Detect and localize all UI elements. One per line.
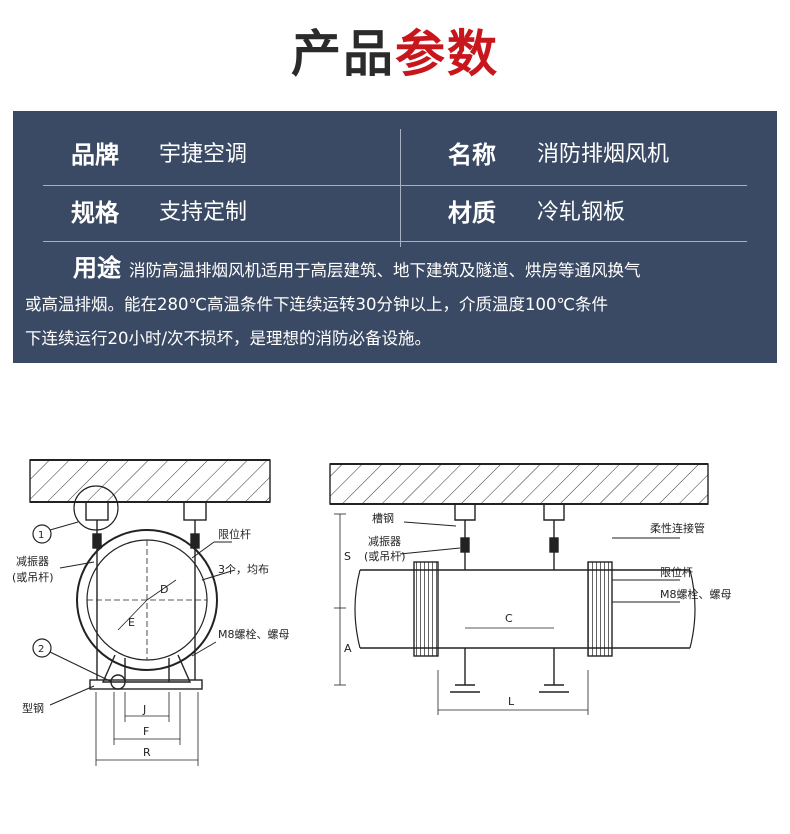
right-limit-rod: 限位杆 bbox=[660, 565, 693, 579]
column-divider bbox=[400, 129, 401, 247]
dim-E: E bbox=[128, 616, 135, 629]
channel-steel-right bbox=[543, 504, 565, 521]
right-bolt: M8螺栓、螺母 bbox=[660, 587, 732, 601]
dim-S: S bbox=[344, 550, 351, 563]
usage-line-2: 或高温排烟。能在280℃高温条件下连续运转30分钟以上，介质温度100℃条件 bbox=[25, 295, 609, 314]
flex-connector-left bbox=[413, 561, 439, 657]
ceiling-slab bbox=[29, 459, 271, 503]
right-drawing bbox=[329, 463, 709, 715]
right-damper: 减振器 bbox=[368, 534, 401, 548]
spec-value: 支持定制 bbox=[159, 200, 248, 225]
dim-L: L bbox=[508, 695, 515, 708]
page-title: 产品参数 bbox=[0, 18, 790, 90]
left-damper-sub: (或吊杆) bbox=[12, 570, 54, 584]
usage-block: 用途消防高温排烟风机适用于高层建筑、地下建筑及隧道、烘房等通风换气 或高温排烟。… bbox=[25, 251, 763, 356]
left-drawing bbox=[29, 459, 271, 766]
hanger-bracket-right bbox=[183, 501, 207, 521]
usage-text-1: 消防高温排烟风机适用于高层建筑、地下建筑及隧道、烘房等通风换气 bbox=[129, 261, 641, 280]
spec-panel: 品牌 宇捷空调 名称 消防排烟风机 规格 支持定制 材质 冷轧钢板 用途消防高温… bbox=[13, 111, 777, 363]
right-damper-sub: (或吊杆) bbox=[364, 549, 406, 563]
left-damper-label: 减振器 bbox=[16, 554, 49, 568]
spec-label: 规格 bbox=[71, 199, 119, 227]
title-part-2: 参数 bbox=[395, 25, 499, 83]
spec-row-1: 品牌 宇捷空调 名称 消防排烟风机 bbox=[13, 129, 777, 181]
left-bolt: M8螺栓、螺母 bbox=[218, 627, 290, 641]
dim-R: R bbox=[143, 746, 151, 759]
divider-2 bbox=[43, 241, 747, 242]
right-channel: 槽钢 bbox=[372, 512, 394, 525]
right-flex-pipe: 柔性连接管 bbox=[650, 521, 705, 535]
fan-outer-ring bbox=[76, 529, 218, 671]
brand-label: 品牌 bbox=[71, 141, 119, 169]
dim-D: D bbox=[160, 583, 168, 596]
material-value: 冷轧钢板 bbox=[537, 200, 626, 225]
channel-steel-left bbox=[454, 504, 476, 521]
spec-row-2: 规格 支持定制 材质 冷轧钢板 bbox=[13, 187, 777, 239]
left-count: 3个，均布 bbox=[218, 563, 269, 576]
dim-A: A bbox=[344, 642, 352, 655]
flex-connector-right bbox=[587, 561, 613, 657]
material-label: 材质 bbox=[448, 199, 496, 227]
name-value: 消防排烟风机 bbox=[537, 142, 670, 167]
dim-F: F bbox=[143, 725, 149, 738]
left-limit-rod: 限位杆 bbox=[218, 527, 251, 541]
base-steel bbox=[89, 679, 203, 690]
usage-label: 用途 bbox=[73, 254, 121, 282]
title-part-1: 产品 bbox=[291, 25, 395, 83]
usage-line-3: 下连续运行20小时/次不损坏，是理想的消防必备设施。 bbox=[25, 329, 432, 348]
detail-circle bbox=[73, 485, 119, 531]
installation-drawings: 1 2 减振器 (或吊杆) 限位杆 3个，均布 M8螺栓、螺母 型钢 J F R… bbox=[12, 459, 732, 766]
hanger-bracket-left bbox=[85, 501, 109, 521]
right-ceiling-slab bbox=[329, 463, 709, 505]
callout-2: 2 bbox=[38, 644, 44, 655]
callout-1: 1 bbox=[38, 530, 44, 541]
dim-C: C bbox=[505, 612, 513, 625]
usage-line-1: 用途消防高温排烟风机适用于高层建筑、地下建筑及隧道、烘房等通风换气 bbox=[73, 251, 763, 288]
dim-J: J bbox=[142, 703, 146, 716]
divider-1 bbox=[43, 185, 747, 186]
left-steel: 型钢 bbox=[22, 701, 44, 715]
name-label: 名称 bbox=[448, 141, 496, 169]
brand-value: 宇捷空调 bbox=[159, 142, 248, 167]
